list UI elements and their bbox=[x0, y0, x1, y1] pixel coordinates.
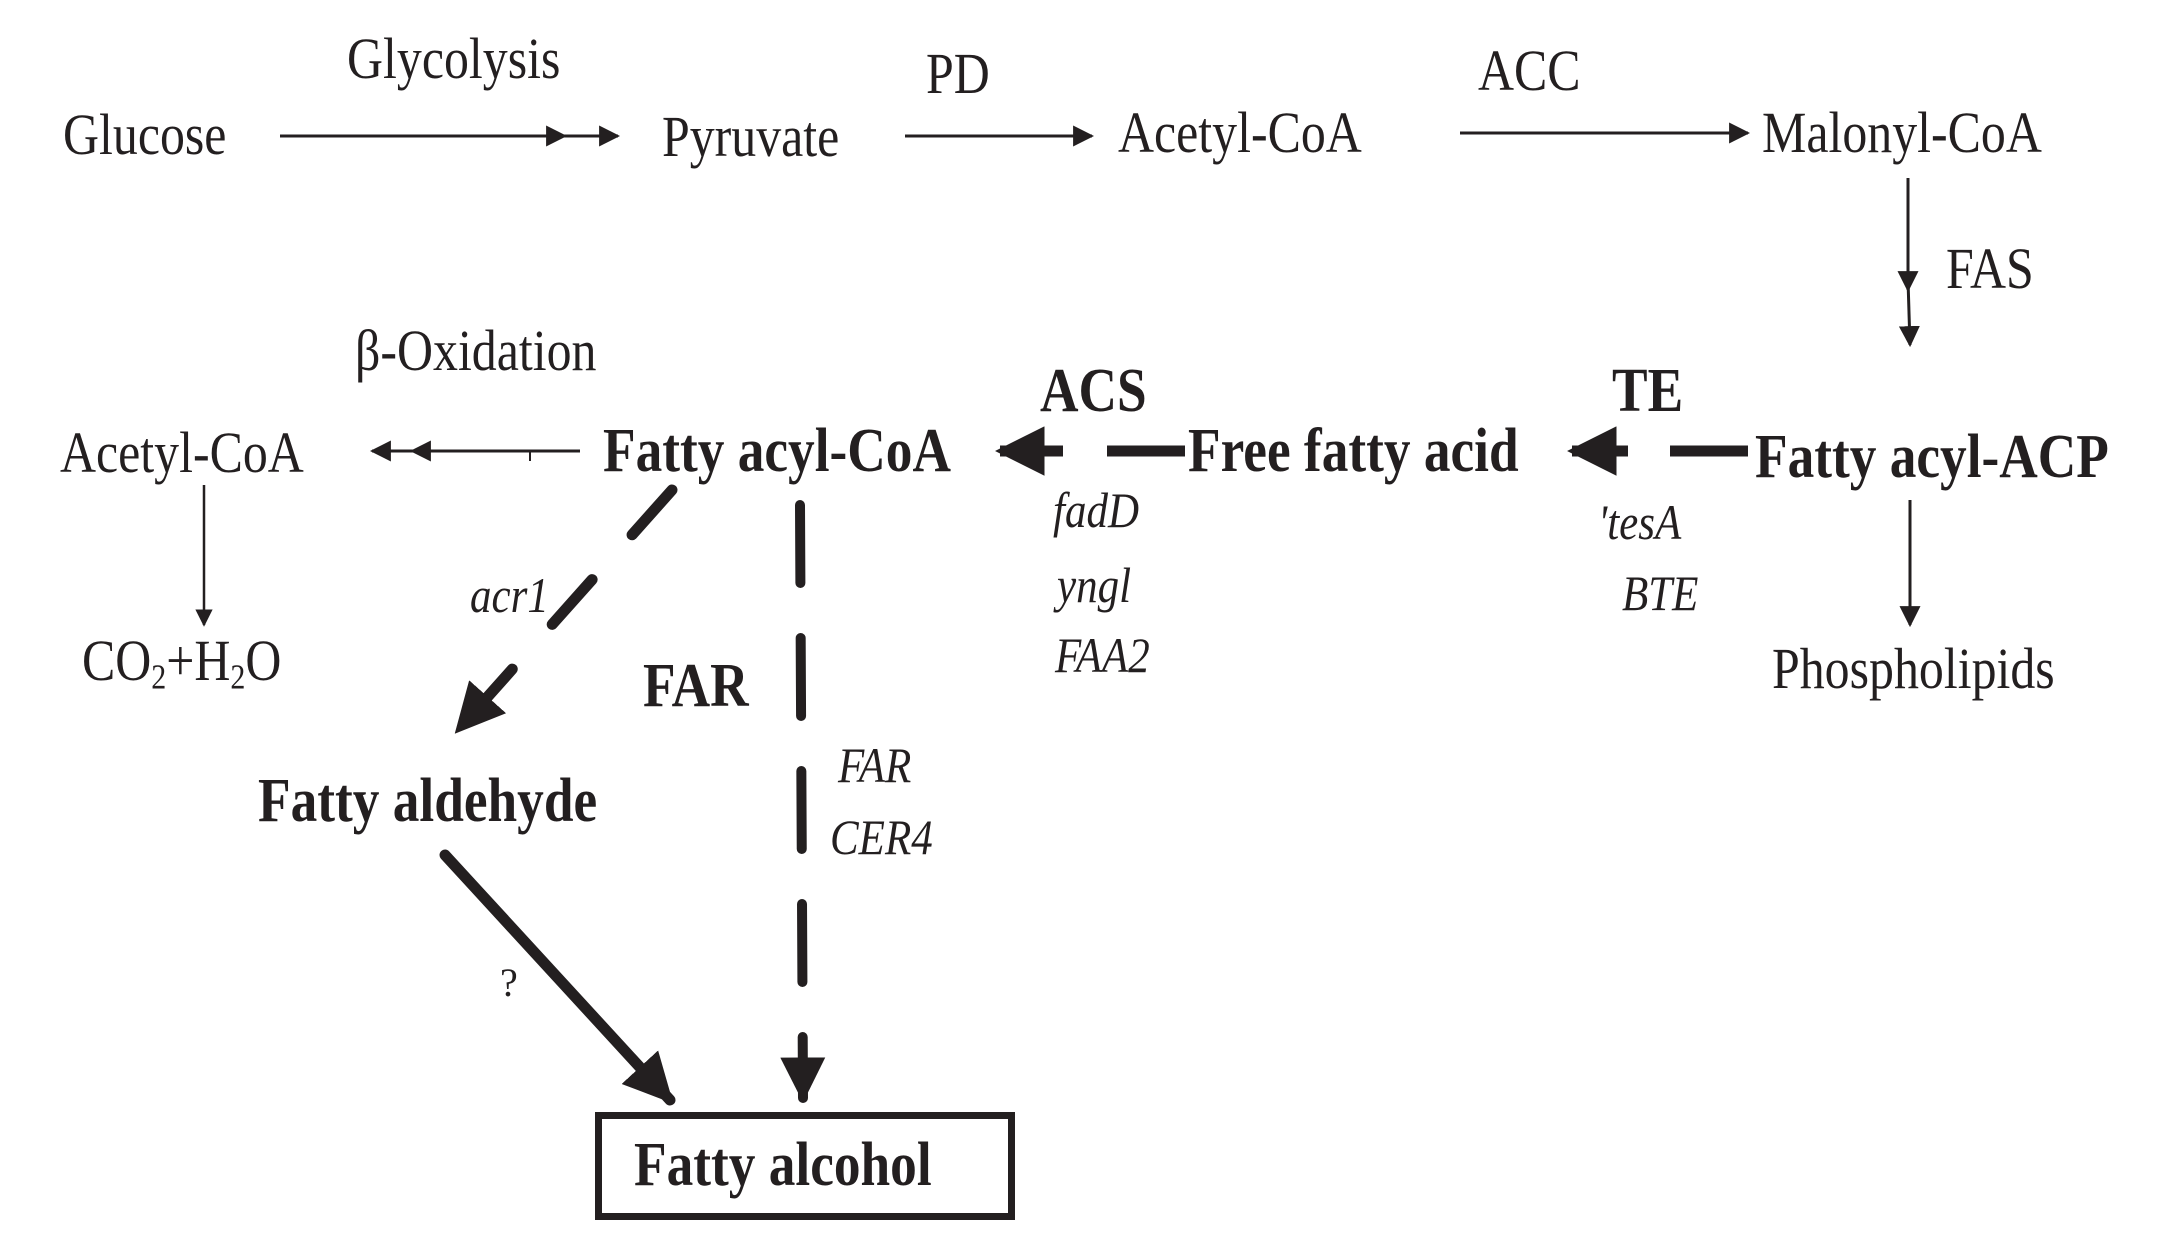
h2o-o-text: O bbox=[245, 628, 282, 693]
h2o-subscript: 2 bbox=[230, 657, 246, 697]
node-acetyl-coa-left: Acetyl-CoA bbox=[60, 420, 304, 485]
node-glucose: Glucose bbox=[63, 102, 227, 167]
plus-h-text: +H bbox=[166, 628, 231, 693]
node-acetyl-coa-top: Acetyl-CoA bbox=[1118, 100, 1362, 165]
enzyme-acc: ACC bbox=[1478, 38, 1581, 103]
enzyme-fas: FAS bbox=[1946, 236, 2034, 301]
enzyme-unknown: ? bbox=[500, 960, 518, 1005]
enzyme-pd: PD bbox=[926, 41, 990, 106]
fatty-alcohol-box bbox=[595, 1112, 1015, 1220]
arrow-fas-head2 bbox=[1898, 279, 1920, 348]
arrow-acr1 bbox=[452, 484, 678, 736]
gene-yngl: yngl bbox=[1057, 557, 1132, 613]
gene-BTE: BTE bbox=[1622, 565, 1699, 621]
enzyme-far: FAR bbox=[643, 652, 749, 720]
enzyme-glycolysis: Glycolysis bbox=[347, 26, 561, 91]
node-pyruvate: Pyruvate bbox=[662, 104, 840, 169]
gene-tesA: 'tesA bbox=[1598, 494, 1682, 550]
gene-CER4: CER4 bbox=[830, 809, 933, 865]
arrow-aldehyde-to-alcohol bbox=[439, 849, 676, 1106]
node-fatty-aldehyde: Fatty aldehyde bbox=[258, 767, 598, 835]
arrow-far bbox=[780, 500, 826, 1103]
gene-fadD: fadD bbox=[1053, 482, 1139, 538]
gene-FAR: FAR bbox=[838, 737, 912, 793]
node-fatty-acyl-coa: Fatty acyl-CoA bbox=[603, 417, 951, 485]
node-free-fatty-acid: Free fatty acid bbox=[1188, 417, 1519, 485]
node-co2-h2o: CO2+H2O bbox=[82, 632, 281, 695]
enzyme-acs: ACS bbox=[1040, 357, 1147, 425]
enzyme-te: TE bbox=[1612, 357, 1684, 425]
node-fatty-alcohol: Fatty alcohol bbox=[634, 1131, 932, 1199]
gene-FAA2: FAA2 bbox=[1055, 627, 1150, 683]
co2-text: CO bbox=[82, 628, 152, 693]
gene-acr1: acr1 bbox=[470, 567, 549, 623]
enzyme-beta-oxidation: β-Oxidation bbox=[355, 318, 597, 383]
node-phospholipids: Phospholipids bbox=[1772, 636, 2055, 701]
co2-subscript: 2 bbox=[151, 657, 167, 697]
node-malonyl-coa: Malonyl-CoA bbox=[1762, 100, 2042, 165]
node-fatty-acyl-acp: Fatty acyl-ACP bbox=[1755, 423, 2109, 491]
